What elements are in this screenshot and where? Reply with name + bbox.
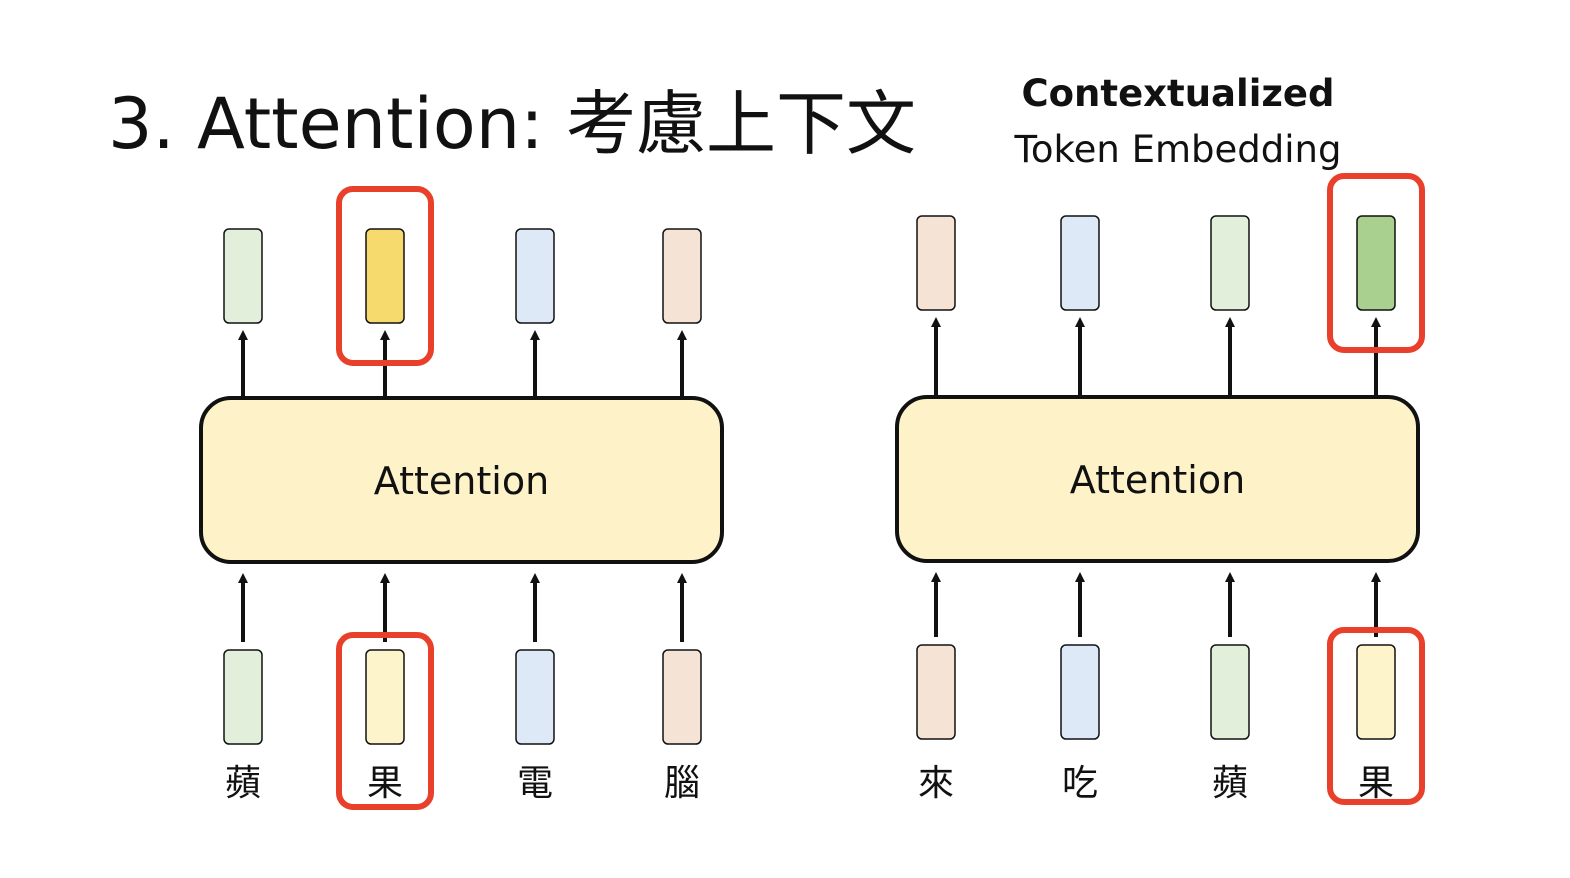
- token-label: 果: [1358, 763, 1394, 804]
- output-vector: [365, 228, 405, 324]
- output-highlight-box: [336, 186, 434, 366]
- input-vector: [1210, 644, 1250, 740]
- token-label: 果: [367, 763, 403, 804]
- token-label: 蘋: [225, 763, 261, 804]
- attention-diagram-right: Attention 來 吃 蘋 果: [895, 173, 1425, 805]
- input-vector: [662, 649, 702, 745]
- input-vector: [1060, 644, 1100, 740]
- input-highlight-box: [1327, 627, 1425, 805]
- output-vector: [223, 228, 263, 324]
- output-vector: [1060, 215, 1100, 311]
- input-vector: [223, 649, 263, 745]
- subtitle-bold: Contextualized: [1021, 72, 1334, 115]
- output-vector: [1356, 215, 1396, 311]
- output-highlight-box: [1327, 173, 1425, 353]
- token-label: 蘋: [1212, 763, 1248, 804]
- token-label: 腦: [664, 763, 700, 804]
- subtitle: Token Embedding: [1014, 128, 1342, 171]
- attention-diagram-left: Attention 蘋 果 電 腦: [199, 186, 724, 810]
- output-vector: [916, 215, 956, 311]
- token-label: 吃: [1062, 763, 1098, 804]
- token-label: 電: [517, 763, 553, 804]
- input-vector: [515, 649, 555, 745]
- output-vector: [515, 228, 555, 324]
- token-label: 來: [918, 763, 954, 804]
- input-vector: [365, 649, 405, 745]
- output-vector: [1210, 215, 1250, 311]
- attention-block-label: Attention: [1070, 458, 1245, 502]
- input-vector: [916, 644, 956, 740]
- attention-block: [895, 395, 1420, 563]
- output-vector: [662, 228, 702, 324]
- input-highlight-box: [336, 632, 434, 810]
- slide-title: 3. Attention: 考慮上下文: [108, 83, 916, 165]
- attention-block-label: Attention: [374, 459, 549, 503]
- input-vector: [1356, 644, 1396, 740]
- attention-block: [199, 396, 724, 564]
